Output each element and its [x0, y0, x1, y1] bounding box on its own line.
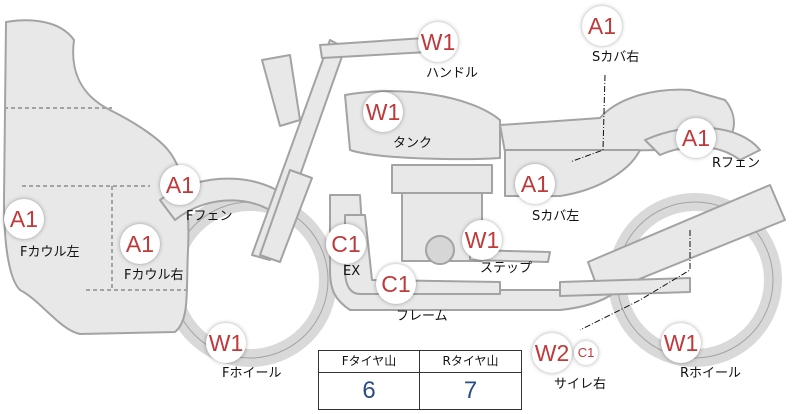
- front-tire-header: Fタイヤ山: [319, 351, 420, 373]
- engine-shape: [391, 164, 493, 194]
- r-wheel-label: Rホイール: [680, 366, 742, 381]
- frame-grade-badge: C1: [376, 264, 416, 304]
- f-cowl-right-label: Fカウル右: [124, 268, 184, 283]
- handle-label: ハンドル: [426, 66, 479, 81]
- f-cowl-left-label: Fカウル左: [20, 245, 80, 260]
- f-cowl-left-grade-badge: A1: [4, 199, 44, 239]
- exhaust-pipe-shape: [344, 214, 501, 295]
- f-fender-grade-badge: A1: [160, 165, 200, 205]
- leader-line-s-cover-r: [569, 74, 606, 163]
- leader-line-silencer: [579, 230, 691, 331]
- f-cowl-right-grade-badge: A1: [120, 224, 160, 264]
- tank-grade-badge: W1: [363, 92, 403, 132]
- s-cover-right-label: Sカバ右: [592, 50, 640, 65]
- tire-tread-table: Fタイヤ山 Rタイヤ山 6 7: [318, 350, 522, 410]
- front-tire-value: 6: [319, 373, 420, 409]
- f-wheel-label: Fホイール: [222, 366, 282, 381]
- r-fender-grade-badge: A1: [676, 118, 716, 158]
- silencer-right-label: サイレ右: [554, 377, 607, 392]
- ex-grade-badge: C1: [326, 224, 366, 264]
- f-fender-label: Fフェン: [186, 209, 233, 224]
- rear-tire-header: Rタイヤ山: [420, 351, 521, 373]
- step-grade-badge: W1: [462, 220, 502, 260]
- tank-label: タンク: [393, 136, 433, 151]
- ex-label: EX: [343, 264, 361, 279]
- silencer-right-grade-badge: W2: [532, 333, 572, 373]
- frame-label: フレーム: [396, 309, 448, 324]
- handle-grade-badge: W1: [418, 22, 458, 62]
- r-wheel-grade-badge: W1: [661, 323, 701, 363]
- front-wheel-shape: [163, 193, 337, 367]
- handlebar-shape: [261, 54, 301, 127]
- s-cover-left-label: Sカバ左: [532, 209, 580, 224]
- r-fender-label: Rフェン: [712, 156, 761, 171]
- s-cover-left-grade-badge: A1: [515, 164, 555, 204]
- silencer-right-secondary-grade-badge: C1: [574, 341, 598, 365]
- step-label: ステップ: [480, 261, 533, 276]
- s-cover-right-grade-badge: A1: [582, 6, 622, 46]
- f-wheel-grade-badge: W1: [206, 323, 246, 363]
- rear-tire-value: 7: [463, 377, 478, 404]
